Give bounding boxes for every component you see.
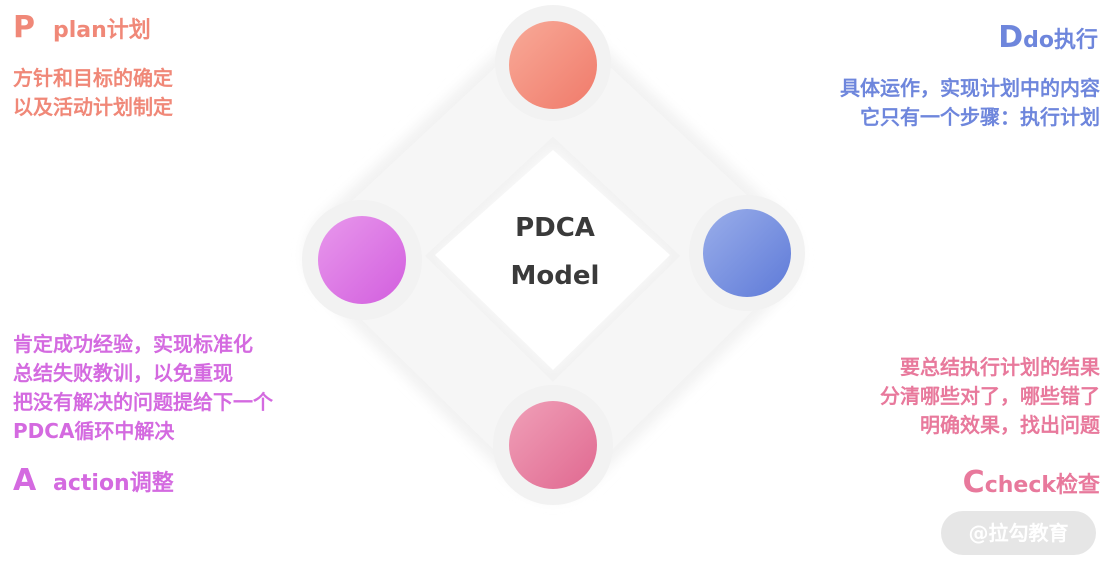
- plan-node: [509, 21, 597, 109]
- action-node: [318, 216, 406, 304]
- watermark-badge: @拉勾教育: [941, 511, 1096, 555]
- do-title: Ddo执行: [983, 20, 1098, 55]
- check-node: [509, 401, 597, 489]
- center-label-line2: Model: [510, 261, 600, 291]
- do-letter: D: [998, 20, 1024, 55]
- do-desc-line: 具体运作，实现计划中的内容: [840, 76, 1100, 100]
- do-desc-line: 它只有一个步骤：执行计划: [860, 105, 1100, 129]
- do-label: do执行: [1023, 28, 1098, 53]
- plan-desc-line: 以及活动计划制定: [13, 95, 173, 119]
- check-label: check检查: [984, 473, 1100, 498]
- check-desc-line: 要总结执行计划的结果: [900, 355, 1100, 379]
- plan-letter: P: [13, 10, 35, 45]
- action-desc-line: PDCA循环中解决: [13, 419, 175, 443]
- check-title: Ccheck检查: [945, 465, 1100, 500]
- plan-description: 方针和目标的确定 以及活动计划制定: [13, 64, 173, 122]
- check-letter: C: [962, 465, 985, 500]
- action-desc-line: 把没有解决的问题提给下一个: [13, 390, 273, 414]
- action-letter: A: [13, 463, 37, 498]
- plan-desc-line: 方针和目标的确定: [13, 66, 173, 90]
- plan-label: plan计划: [53, 18, 151, 43]
- action-description: 肯定成功经验，实现标准化 总结失败教训，以免重现 把没有解决的问题提给下一个 P…: [13, 330, 273, 446]
- check-desc-line: 明确效果，找出问题: [920, 413, 1100, 437]
- check-description: 要总结执行计划的结果 分清哪些对了，哪些错了 明确效果，找出问题: [880, 353, 1100, 440]
- action-label: action调整: [53, 471, 174, 496]
- action-desc-line: 肯定成功经验，实现标准化: [13, 332, 253, 356]
- do-node: [703, 209, 791, 297]
- check-desc-line: 分清哪些对了，哪些错了: [880, 384, 1100, 408]
- center-label: PDCA Model: [495, 204, 615, 300]
- do-description: 具体运作，实现计划中的内容 它只有一个步骤：执行计划: [840, 74, 1100, 132]
- action-desc-line: 总结失败教训，以免重现: [13, 361, 233, 385]
- center-label-line1: PDCA: [515, 213, 595, 243]
- diamond-inner: [435, 150, 670, 370]
